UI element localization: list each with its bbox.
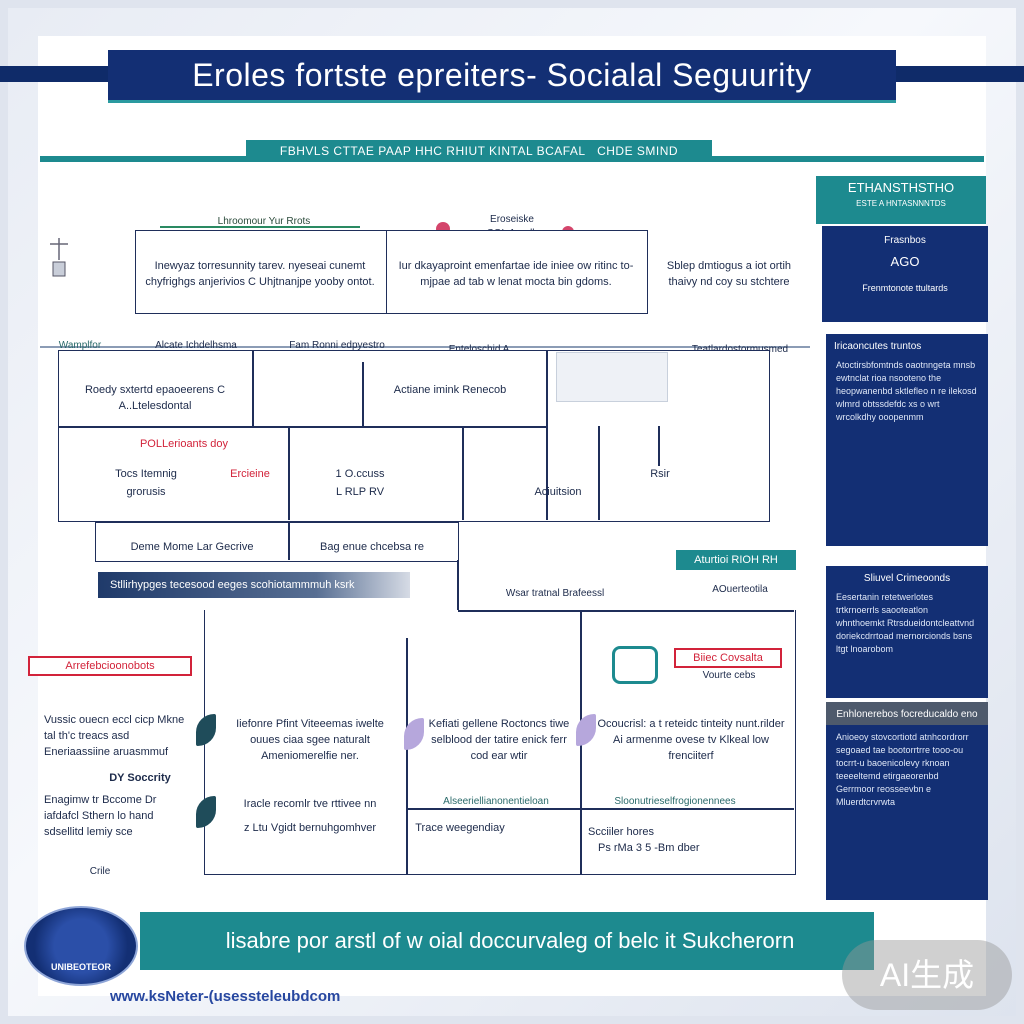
ai-generated-badge: AI生成: [842, 940, 1012, 1010]
divider: [406, 808, 794, 810]
section-bar: Stllirhypges tecesood eeges scohiotammmu…: [98, 572, 410, 598]
right-red-tag-sub: Vourte cebs: [702, 670, 756, 681]
panel4-body: Anioeoy stovcortiotd atnhcordrorr segoae…: [836, 732, 969, 807]
sidebar-panel-4: Enhlonerebos focreducaldo eno Anioeoy st…: [826, 702, 988, 900]
panel1-footer: Frenmtonote ttultards: [862, 283, 948, 293]
sidebar-panel-3: Sliuvel Crimeoonds Eesertanin retetwerlo…: [826, 566, 988, 698]
left-text-1: Vussic ouecn eccl cicp Mkne tal th'c tre…: [44, 714, 185, 758]
mid-tag-4: Enteloschid A: [414, 342, 544, 358]
col2-bottom-text: Trace weegendiay: [415, 822, 505, 834]
connector: [40, 346, 810, 348]
left-icon-label: Crile: [89, 866, 111, 877]
cell-c-2: L RLP RV: [335, 486, 385, 498]
cell-d: Aciuitsion: [534, 486, 582, 498]
leaf-icon: [576, 714, 596, 746]
mid-tag-5: Teatlardostormusmed: [670, 342, 810, 358]
info-box-2-text: Iur dkayaproint emenfartae ide iniee ow …: [398, 260, 634, 288]
panel2-body: Atoctirsbfomtnds oaotnngeta mnsb ewtncla…: [836, 360, 977, 422]
col3-bottom-2: Ps rMa 3 5 -Bm dber: [598, 842, 700, 854]
top-tag-left: Lhroomour Yur Rrots: [217, 216, 311, 227]
sub-box: [95, 522, 459, 562]
panel4-head: Enhlonerebos focreducaldo eno: [826, 702, 988, 725]
info-box-2: [386, 230, 648, 314]
leaf-icon: [196, 796, 216, 828]
row1-left-text: Roedy sxtertd epaoeerens C A..Ltelesdont…: [84, 384, 226, 412]
cell-e: Rsir: [650, 468, 670, 480]
panel1-line1: Frasnbos: [884, 235, 926, 246]
divider: [288, 426, 290, 520]
teal-tag-right: Aturtioi RIOH RH: [676, 550, 796, 570]
divider: [252, 350, 254, 426]
website-link[interactable]: www.ksNeter-(usessteleubdcom: [110, 988, 341, 1005]
divider: [288, 522, 290, 560]
subtitle-banner: FBHVLS CTTAE PAAP HHC RHIUT KINTAL BCAFA…: [246, 140, 712, 162]
page-title: Eroles fortste epreiters- Socialal Seguu…: [108, 50, 896, 103]
sub-left-text: Deme Mome Lar Gecrive: [130, 541, 254, 553]
col3-bottom-1: Scciiler hores: [588, 826, 655, 838]
sidebar-panel-1: Frasnbos AGO Frenmtonote ttultards: [822, 226, 988, 322]
sub-right-text: Bag enue chcebsa re: [320, 541, 424, 553]
leaf-icon: [196, 714, 216, 746]
divider: [458, 610, 794, 612]
col3-text: Ocoucrisl: a t reteidc tinteity nunt.ril…: [597, 718, 785, 762]
info-box-1: [135, 230, 387, 314]
panel1-line2: AGO: [890, 254, 920, 269]
emblem-text: UNIBEOTEOR: [50, 962, 111, 972]
emblem-logo: UNIBEOTEOR: [24, 906, 138, 986]
right-red-tag: Biiec Covsalta: [674, 648, 782, 668]
sidebar-panel-2: Iricaoncutes truntos Atoctirsbfomtnds oa…: [826, 334, 988, 546]
left-text-2: Enagimw tr Bccome Dr iafdafcl Sthern lo …: [44, 794, 157, 838]
panel3-body: Eesertanin retetwerlotes trtkrnoerrls sa…: [836, 592, 975, 654]
lower-tag-mid: Wsar tratnal Brafeessl: [505, 588, 605, 599]
sidebar-header-2: ESTE A HNTASNNNTDS: [856, 199, 946, 208]
highlight-panel: [556, 352, 668, 402]
lower-tag-right: AOuerteotila: [712, 584, 768, 595]
divider: [406, 638, 408, 874]
left-red-tag: Arrefebcioonobots: [28, 656, 192, 676]
connector: [457, 560, 459, 638]
panel2-head: Iricaoncutes truntos: [834, 341, 922, 352]
mid-tag-2: Alcate Ichdelhsma: [155, 340, 237, 351]
divider: [598, 426, 600, 520]
row1-mid-text: Actiane imink Renecob: [393, 384, 507, 396]
left-heading: DY Soccrity: [109, 772, 171, 784]
footer-banner: lisabre por arstl of w oial doccurvaleg …: [140, 912, 874, 970]
sidebar-header-1: ETHANSTHSTHO: [847, 180, 955, 195]
col2-text: Kefiati gellene Roctoncs tiwe selblood d…: [428, 718, 570, 762]
top-tag-right-1: Eroseiske: [490, 214, 534, 225]
cell-c-1: 1 O.ccuss: [335, 468, 385, 480]
col1-text: Iiefonre Pfint Viteeemas iwelte ouues ci…: [236, 718, 384, 762]
red-label-tag: POLLerioants doy: [139, 438, 229, 450]
info-box-1-text: Inewyaz torresunnity tarev. nyeseai cune…: [145, 260, 375, 288]
connector: [160, 226, 360, 228]
col3-bottom-tag: Sloonutrieselfrogionennees: [614, 796, 736, 807]
divider: [462, 426, 464, 520]
cell-a-2: grorusis: [126, 486, 166, 498]
info-box-3-text: Sblep dmtiogus a iot ortih thaivy nd coy…: [666, 260, 792, 288]
divider: [546, 350, 548, 520]
sidebar-header: ETHANSTHSTHO ESTE A HNTASNNNTDS: [816, 176, 986, 224]
leaf-icon: [404, 718, 424, 750]
divider: [58, 426, 548, 428]
mid-tag-3: Fam Ronni edpyestro: [289, 340, 385, 351]
col1-bottom-2: z Ltu Vgidt bernuhgomhver: [243, 822, 377, 834]
mid-tag-1: Wamplfor: [58, 340, 102, 351]
divider: [362, 362, 364, 426]
panel3-head: Sliuvel Crimeoonds: [863, 573, 951, 584]
logo-icon: [612, 646, 658, 684]
indicator: [658, 426, 660, 466]
scale-icon: [48, 236, 70, 280]
col2-bottom-tag: Alseeriellianonentieloan: [443, 796, 549, 807]
cell-b: Ercieine: [230, 468, 270, 480]
col1-bottom-1: Iracle recomlr tve rttivee nn: [243, 798, 377, 810]
cell-a-1: Tocs Itemnig: [115, 468, 177, 480]
